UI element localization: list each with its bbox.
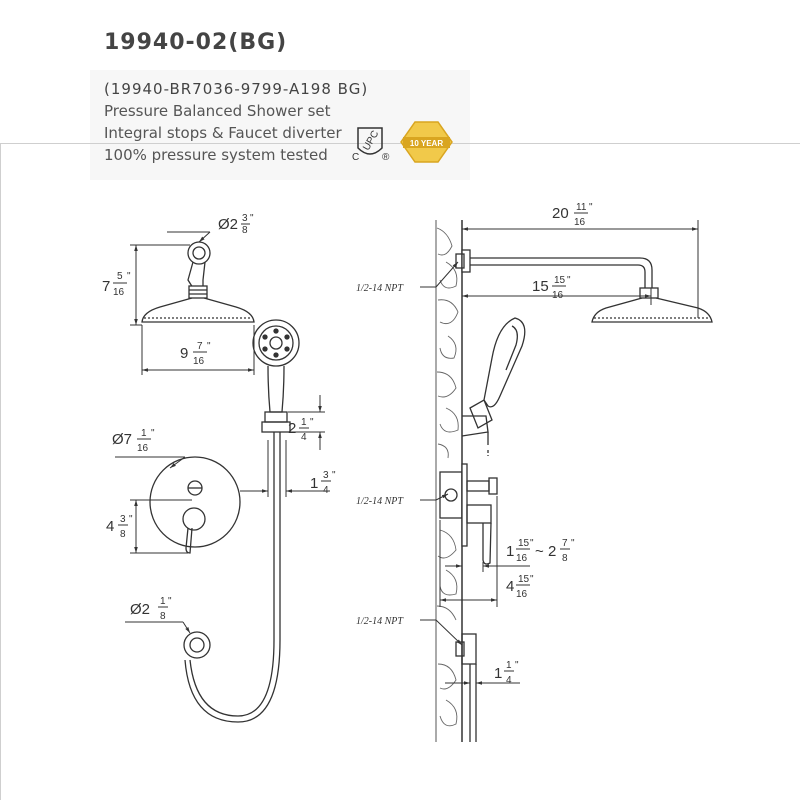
svg-text:1: 1	[506, 660, 512, 671]
svg-text:": "	[168, 596, 172, 607]
spec-text-block: (19940-BR7036-9799-A198 BG) Pressure Bal…	[104, 78, 368, 166]
svg-text:7: 7	[562, 538, 568, 549]
npt-label-arm: 1/2-14 NPT	[356, 283, 404, 294]
svg-text:4: 4	[106, 518, 114, 535]
svg-text:9: 9	[180, 345, 188, 362]
svg-text:1: 1	[494, 665, 502, 682]
dim-handle: 4 3 8 "	[106, 514, 133, 540]
dim-holder: 2 1 4 "	[288, 417, 314, 443]
svg-text:UPC: UPC	[361, 129, 381, 153]
svg-text:~: ~	[535, 543, 544, 560]
svg-text:16: 16	[113, 287, 125, 298]
wall-elbow-side	[455, 633, 477, 742]
svg-text:": "	[310, 417, 314, 428]
shower-head-front	[141, 241, 255, 323]
svg-text:7: 7	[197, 341, 203, 352]
svg-text:16: 16	[552, 290, 564, 301]
product-code: 19940-02(BG)	[104, 30, 288, 55]
svg-text:5: 5	[117, 271, 123, 282]
dim-elbow-diameter: Ø2 1 8 "	[130, 596, 172, 622]
svg-text:C: C	[352, 152, 359, 163]
svg-text:3: 3	[323, 470, 329, 481]
svg-text:": "	[332, 470, 336, 481]
dim-head-height: 7 5 16 "	[102, 271, 131, 298]
svg-text:": "	[589, 202, 593, 213]
npt-label-valve: 1/2-14 NPT	[356, 496, 404, 507]
valve-body-side	[439, 463, 498, 565]
svg-text:16: 16	[574, 217, 586, 228]
npt-label-elbow: 1/2-14 NPT	[356, 616, 404, 627]
model-number: (19940-BR7036-9799-A198 BG)	[104, 80, 369, 98]
svg-text:8: 8	[242, 225, 248, 236]
handshower-side	[461, 317, 526, 456]
spec-line-1: Pressure Balanced Shower set	[104, 102, 331, 120]
svg-text:16: 16	[137, 443, 149, 454]
dim-rough-in-range: 1 15 16 " ~ 2 7 8 "	[506, 538, 575, 564]
cupc-cert-icon: UPC C ®	[352, 127, 390, 163]
dim-plate-diameter: Ø7 1 16 "	[112, 428, 155, 454]
header-panel	[90, 70, 470, 180]
handshower-front	[252, 319, 300, 433]
svg-text:1: 1	[506, 543, 514, 560]
hose-and-elbow-front	[183, 432, 281, 723]
dim-arm-diameter: Ø2 3 8 "	[218, 213, 254, 236]
svg-text:4: 4	[506, 675, 512, 686]
svg-text:": "	[129, 514, 133, 525]
svg-text:": "	[567, 275, 571, 286]
svg-text:3: 3	[242, 213, 248, 224]
dim-trim-offset: 1 3 4 "	[310, 470, 336, 496]
dim-valve-depth: 4 15 16 "	[506, 574, 534, 600]
svg-text:": "	[127, 271, 131, 282]
svg-text:15: 15	[518, 574, 530, 585]
svg-text:3: 3	[120, 514, 126, 525]
svg-text:10 YEAR: 10 YEAR	[410, 139, 443, 148]
svg-text:1: 1	[141, 428, 147, 439]
svg-text:16: 16	[193, 356, 205, 367]
svg-text:Ø2: Ø2	[130, 601, 150, 618]
dim-arm-reach: 15 15 16 "	[532, 275, 571, 301]
svg-text:8: 8	[562, 553, 568, 564]
svg-text:2: 2	[548, 543, 556, 560]
spec-line-2: Integral stops & Faucet diverter	[104, 124, 342, 142]
svg-text:": "	[250, 213, 254, 224]
spec-line-3: 100% pressure system tested	[104, 146, 328, 164]
valve-trim-front	[149, 456, 241, 554]
svg-text:4: 4	[301, 432, 307, 443]
svg-text:Ø2: Ø2	[218, 216, 238, 233]
svg-text:4: 4	[506, 578, 514, 595]
dim-arm-length: 20 11 16 "	[552, 202, 593, 228]
svg-text:": "	[571, 538, 575, 549]
svg-text:4: 4	[323, 485, 329, 496]
svg-text:15: 15	[554, 275, 566, 286]
svg-text:11: 11	[576, 202, 587, 213]
svg-text:": "	[151, 428, 155, 439]
svg-text:": "	[207, 341, 211, 352]
svg-text:16: 16	[516, 589, 528, 600]
drawing-frame	[0, 143, 800, 800]
svg-text:8: 8	[160, 611, 166, 622]
dim-elbow-depth: 1 1 4 "	[494, 660, 519, 686]
svg-text:8: 8	[120, 529, 126, 540]
svg-text:1: 1	[301, 417, 307, 428]
dim-head-width: 9 7 16 "	[180, 341, 211, 367]
warranty-badge-icon: 10 YEAR	[400, 121, 453, 163]
svg-text:": "	[530, 574, 534, 585]
dimension-lines-right	[420, 220, 699, 685]
svg-text:2: 2	[288, 420, 296, 437]
svg-text:®: ®	[382, 152, 390, 163]
svg-text:15: 15	[532, 278, 549, 295]
svg-text:1: 1	[160, 596, 166, 607]
svg-text:7: 7	[102, 278, 110, 295]
svg-text:Ø7: Ø7	[112, 431, 132, 448]
svg-text:20: 20	[552, 205, 569, 222]
svg-text:": "	[515, 660, 519, 671]
svg-text:": "	[530, 538, 534, 549]
svg-text:16: 16	[516, 553, 528, 564]
shower-arm-side	[455, 249, 713, 323]
svg-text:15: 15	[518, 538, 530, 549]
dimension-lines-left	[115, 231, 330, 634]
svg-text:1: 1	[310, 475, 318, 492]
